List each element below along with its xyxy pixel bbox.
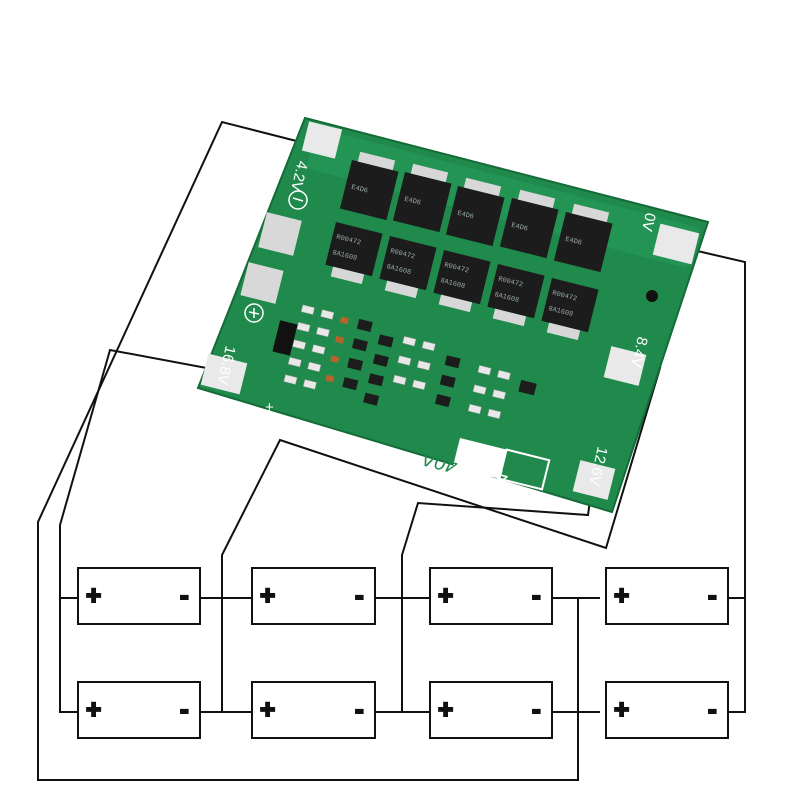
label-8v4: 8.4V [627, 335, 651, 369]
cell-plus: + [438, 694, 453, 724]
pad-0v [652, 223, 700, 265]
cell-minus: - [180, 580, 189, 610]
pad-8v4 [603, 346, 647, 386]
cell-minus: - [180, 694, 189, 724]
cell-r1-c1: + - [77, 567, 201, 625]
cell-plus: + [86, 694, 101, 724]
cell-plus: + [260, 694, 275, 724]
cell-minus: - [355, 694, 364, 724]
cell-r2-c3: + - [429, 681, 553, 739]
mosfet-lower-row: R00472 8A1608 R00472 8A1608 R00472 8A160… [325, 222, 599, 341]
wire-0v [679, 246, 746, 599]
cell-r2-c4: + - [605, 681, 729, 739]
mosfet-marking: E4D6 [564, 236, 582, 248]
wire-16v8 [59, 348, 229, 599]
mosfet-marking: E4D6 [510, 222, 528, 234]
smd-components [283, 304, 537, 420]
diode-component [272, 320, 298, 356]
pad-12v6 [572, 460, 616, 500]
rating-badge: 4S 40A [420, 438, 551, 492]
cell-r1-c3: + - [429, 567, 553, 625]
bms-board: E4D6 E4D6 E4D6 E4D6 E4D6 [196, 116, 710, 514]
cell-minus: - [708, 580, 717, 610]
cell-plus: + [438, 580, 453, 610]
label-0v: 0V [638, 211, 659, 233]
cell-plus: + [614, 694, 629, 724]
cell-minus: - [355, 580, 364, 610]
plus-circle-icon [244, 303, 264, 323]
mosfet-upper-row: E4D6 E4D6 E4D6 E4D6 E4D6 [339, 151, 613, 273]
wire-16v8-b [59, 598, 78, 713]
pad-4v2 [301, 121, 343, 159]
mosfet-marking: E4D6 [350, 184, 368, 196]
balance-pads [200, 121, 700, 500]
polarity-marks [244, 190, 308, 323]
cell-minus: - [708, 694, 717, 724]
cell-r2-c2: + - [251, 681, 376, 739]
pad-bminus [258, 212, 302, 256]
cell-plus: + [614, 580, 629, 610]
pad-16v8 [200, 353, 248, 395]
wire-0v-b [728, 598, 746, 713]
mount-hole [646, 290, 658, 302]
cell-minus: - [532, 694, 541, 724]
cell-minus: - [532, 580, 541, 610]
label-4v2: 4.2V [287, 159, 311, 193]
mosfet-marking: E4D6 [456, 210, 474, 222]
cell-r2-c1: + - [77, 681, 201, 739]
wire-12v6-b [401, 598, 430, 713]
wire-12v6 [401, 485, 593, 599]
battery-cells: + - + - + - + - + - + - + [77, 567, 729, 739]
cell-plus: + [86, 580, 101, 610]
pad-pplus [240, 262, 284, 304]
cell-plus: + [260, 580, 275, 610]
wire-8v4-b [221, 598, 252, 713]
mosfet-marking: E4D6 [403, 196, 421, 208]
cell-r1-c4: + - [605, 567, 729, 625]
board-plus-mark: + [265, 399, 274, 416]
minus-symbol-icon [288, 190, 308, 210]
cell-r1-c2: + - [251, 567, 376, 625]
